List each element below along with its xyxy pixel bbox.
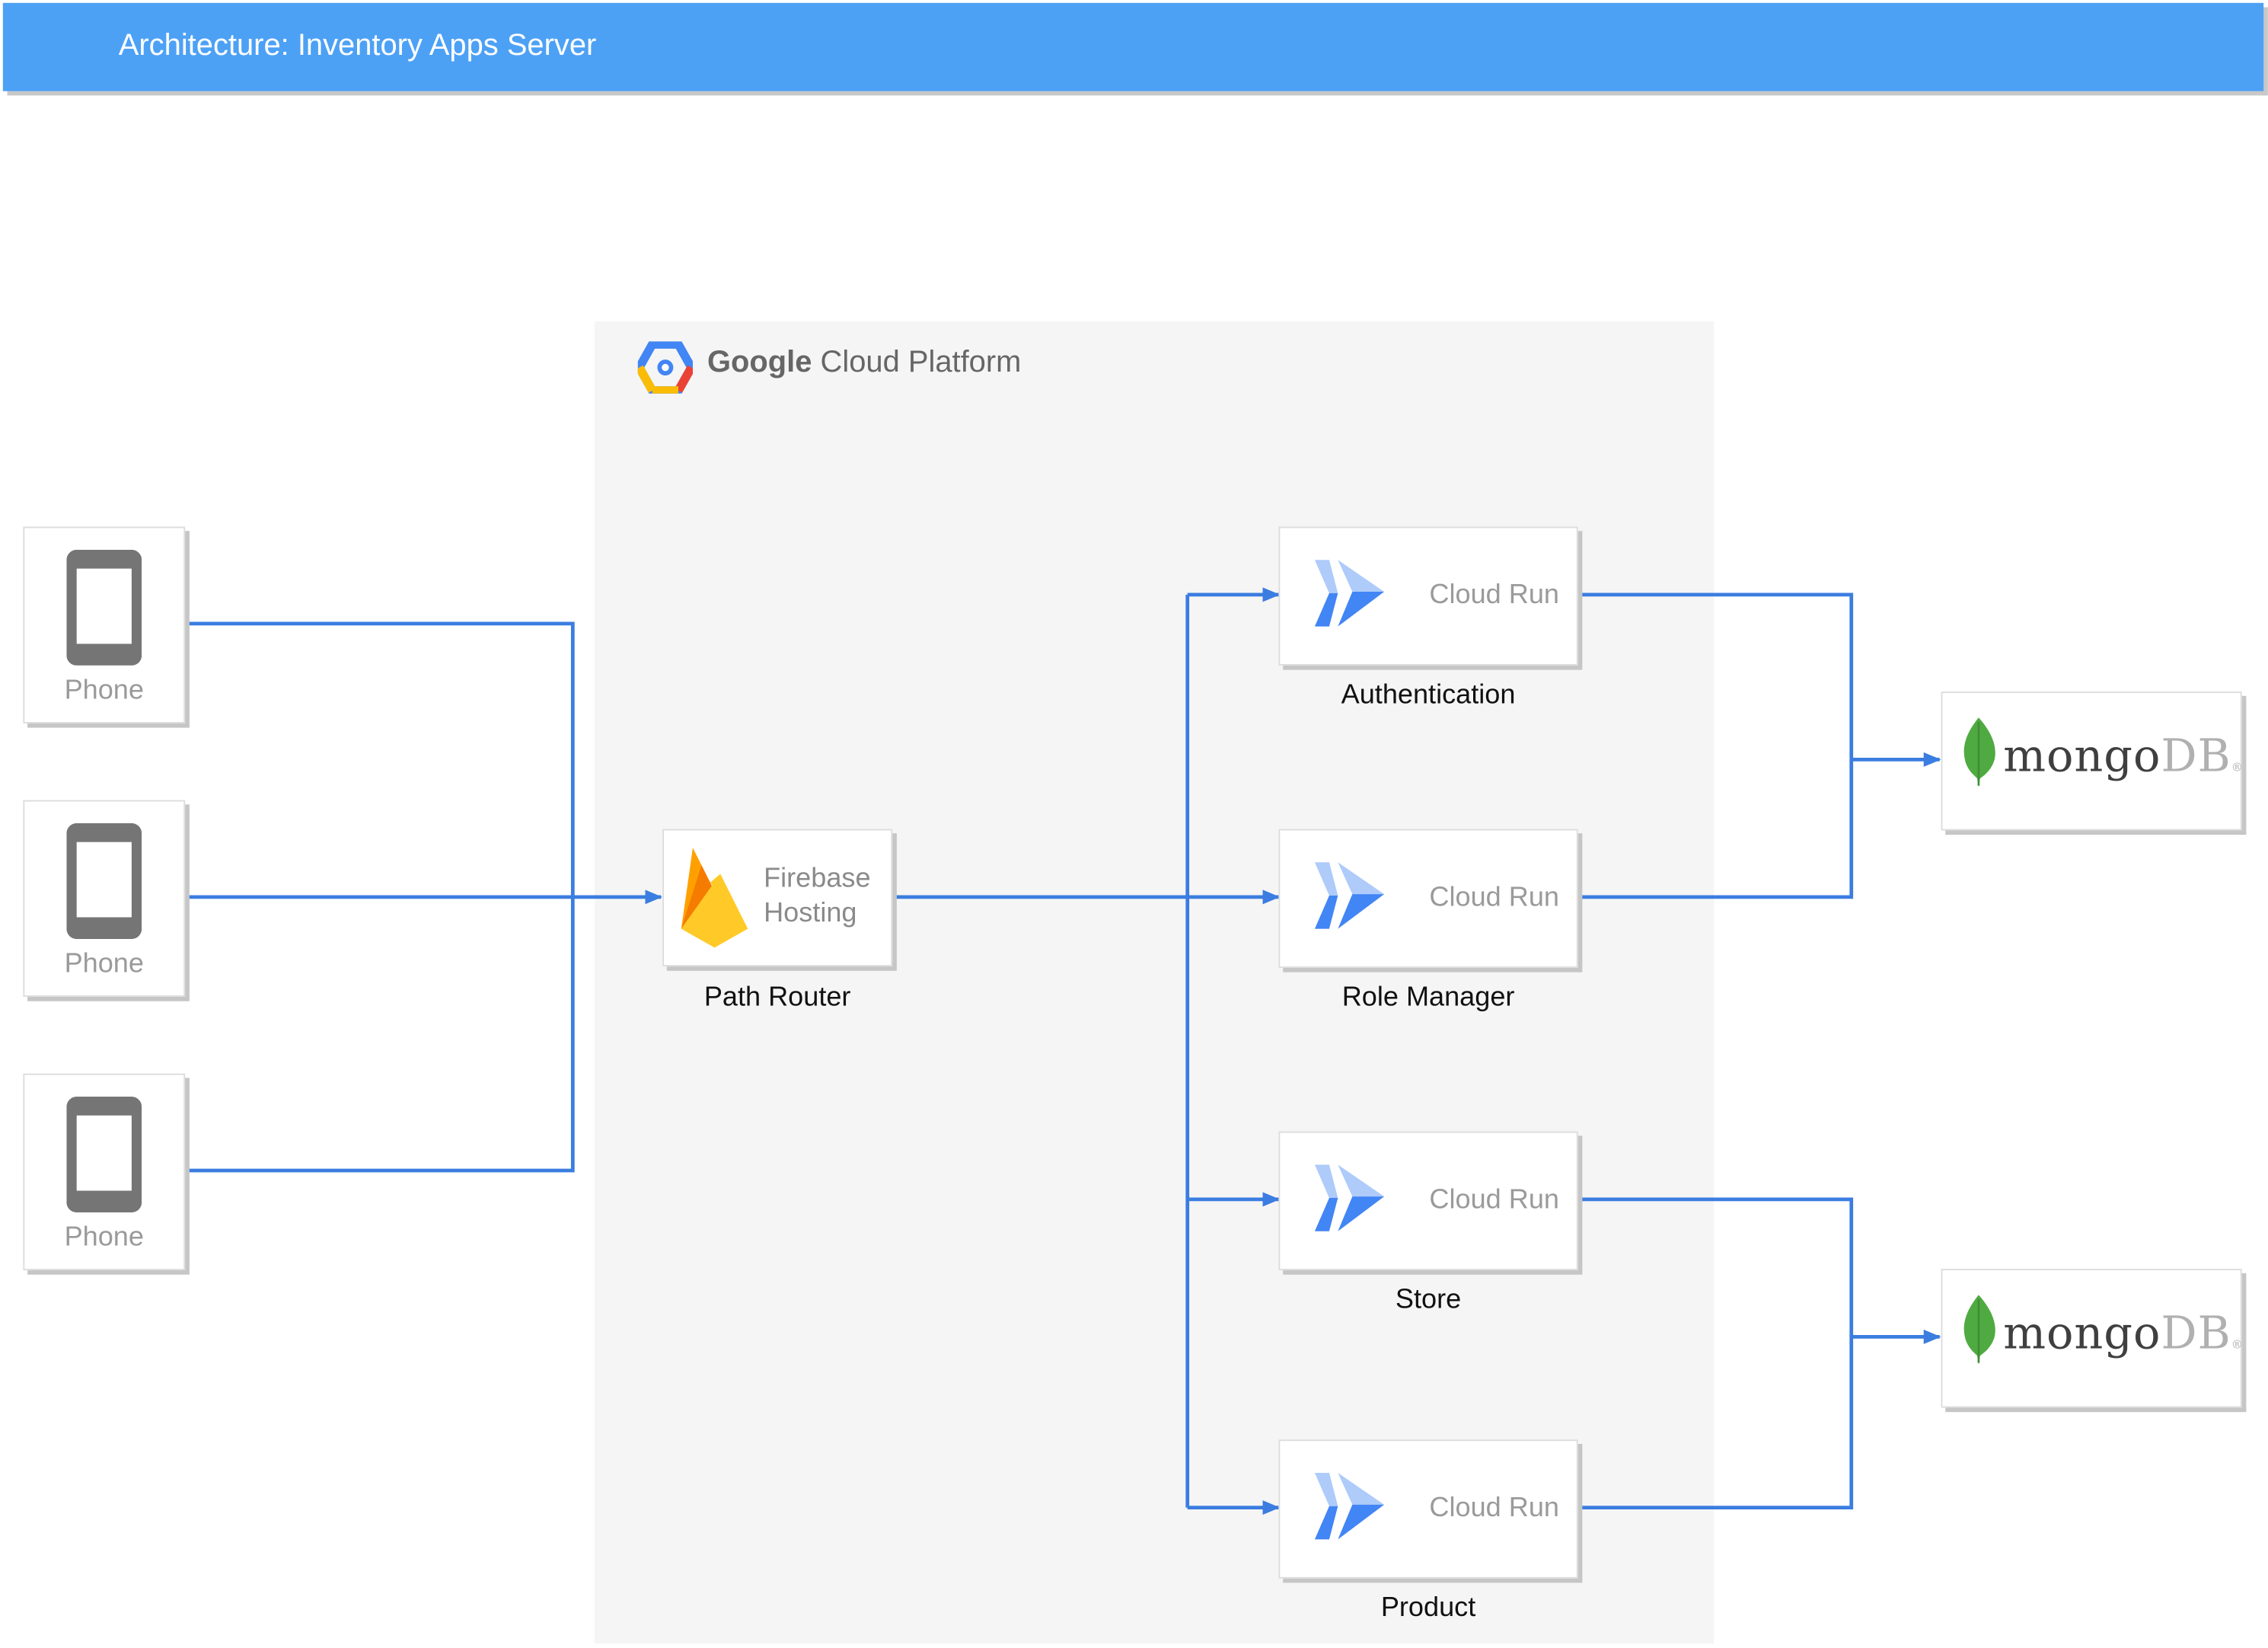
cloud-run-store-node[interactable]: Cloud Run bbox=[1278, 1131, 1578, 1271]
router-caption: Path Router bbox=[703, 982, 851, 1013]
mongodb-node-2[interactable]: mongoDB® bbox=[1941, 1269, 2244, 1408]
connector-auth-db bbox=[1576, 592, 1854, 899]
mongodb-wordmark: mongoDB® bbox=[2003, 1308, 2244, 1359]
mongodb-wordmark-mongo: mongo bbox=[2003, 730, 2161, 783]
cloud-run-label: Cloud Run bbox=[1429, 882, 1559, 913]
cloud-run-label: Cloud Run bbox=[1429, 1493, 1559, 1524]
store-caption: Store bbox=[1395, 1285, 1462, 1315]
cloud-run-label: Cloud Run bbox=[1429, 580, 1559, 611]
phone-icon bbox=[66, 549, 142, 666]
mongodb-registered-mark: ® bbox=[2231, 761, 2244, 774]
mongodb-registered-mark: ® bbox=[2231, 1338, 2244, 1352]
google-cloud-logo-icon bbox=[637, 341, 694, 394]
phone-node-3[interactable]: Phone bbox=[23, 1073, 186, 1271]
connector-phone3-router bbox=[185, 896, 575, 1173]
cloud-run-role-manager-node[interactable]: Cloud Run bbox=[1278, 829, 1578, 968]
firebase-icon bbox=[681, 848, 748, 948]
mongodb-wordmark: mongoDB® bbox=[2003, 730, 2244, 782]
mongodb-leaf-icon bbox=[1963, 717, 1995, 787]
phone-label: Phone bbox=[64, 675, 144, 707]
phone-icon bbox=[66, 1097, 142, 1213]
gcp-title-rest: Cloud Platform bbox=[812, 346, 1022, 379]
connector-store-db bbox=[1576, 1197, 1854, 1509]
product-caption: Product bbox=[1380, 1592, 1476, 1624]
role-manager-caption: Role Manager bbox=[1341, 982, 1515, 1013]
connector-phone1-router bbox=[185, 621, 575, 897]
cloud-run-icon bbox=[1314, 1164, 1385, 1231]
gcp-title-bold: Google bbox=[707, 346, 812, 379]
phone-node-1[interactable]: Phone bbox=[23, 526, 186, 723]
phone-icon bbox=[66, 822, 142, 939]
firebase-label-line1: Firebase bbox=[764, 864, 871, 895]
diagram-title: Architecture: Inventory Apps Server bbox=[118, 28, 597, 62]
diagram-header: Architecture: Inventory Apps Server bbox=[2, 2, 2264, 91]
phone-label: Phone bbox=[64, 949, 144, 980]
mongodb-wordmark-db: DB bbox=[2161, 1308, 2231, 1360]
phone-label: Phone bbox=[64, 1222, 144, 1254]
phone-node-2[interactable]: Phone bbox=[23, 800, 186, 997]
firebase-service-label: Firebase Hosting bbox=[764, 862, 870, 931]
cloud-run-authentication-node[interactable]: Cloud Run bbox=[1278, 526, 1578, 666]
mongodb-wordmark-db: DB bbox=[2161, 730, 2231, 783]
cloud-run-label: Cloud Run bbox=[1429, 1184, 1559, 1215]
firebase-hosting-node[interactable]: Firebase Hosting bbox=[662, 829, 893, 967]
cloud-run-icon bbox=[1314, 862, 1385, 929]
mongodb-wordmark-mongo: mongo bbox=[2003, 1308, 2161, 1360]
cloud-run-icon bbox=[1314, 560, 1385, 627]
firebase-label-line2: Hosting bbox=[764, 898, 857, 929]
mongodb-leaf-icon bbox=[1963, 1295, 1995, 1365]
mongodb-node-1[interactable]: mongoDB® bbox=[1941, 691, 2244, 831]
cloud-run-product-node[interactable]: Cloud Run bbox=[1278, 1439, 1578, 1579]
authentication-caption: Authentication bbox=[1341, 679, 1516, 711]
gcp-zone-title: Google Cloud Platform bbox=[707, 346, 1021, 381]
cloud-run-icon bbox=[1314, 1472, 1385, 1540]
